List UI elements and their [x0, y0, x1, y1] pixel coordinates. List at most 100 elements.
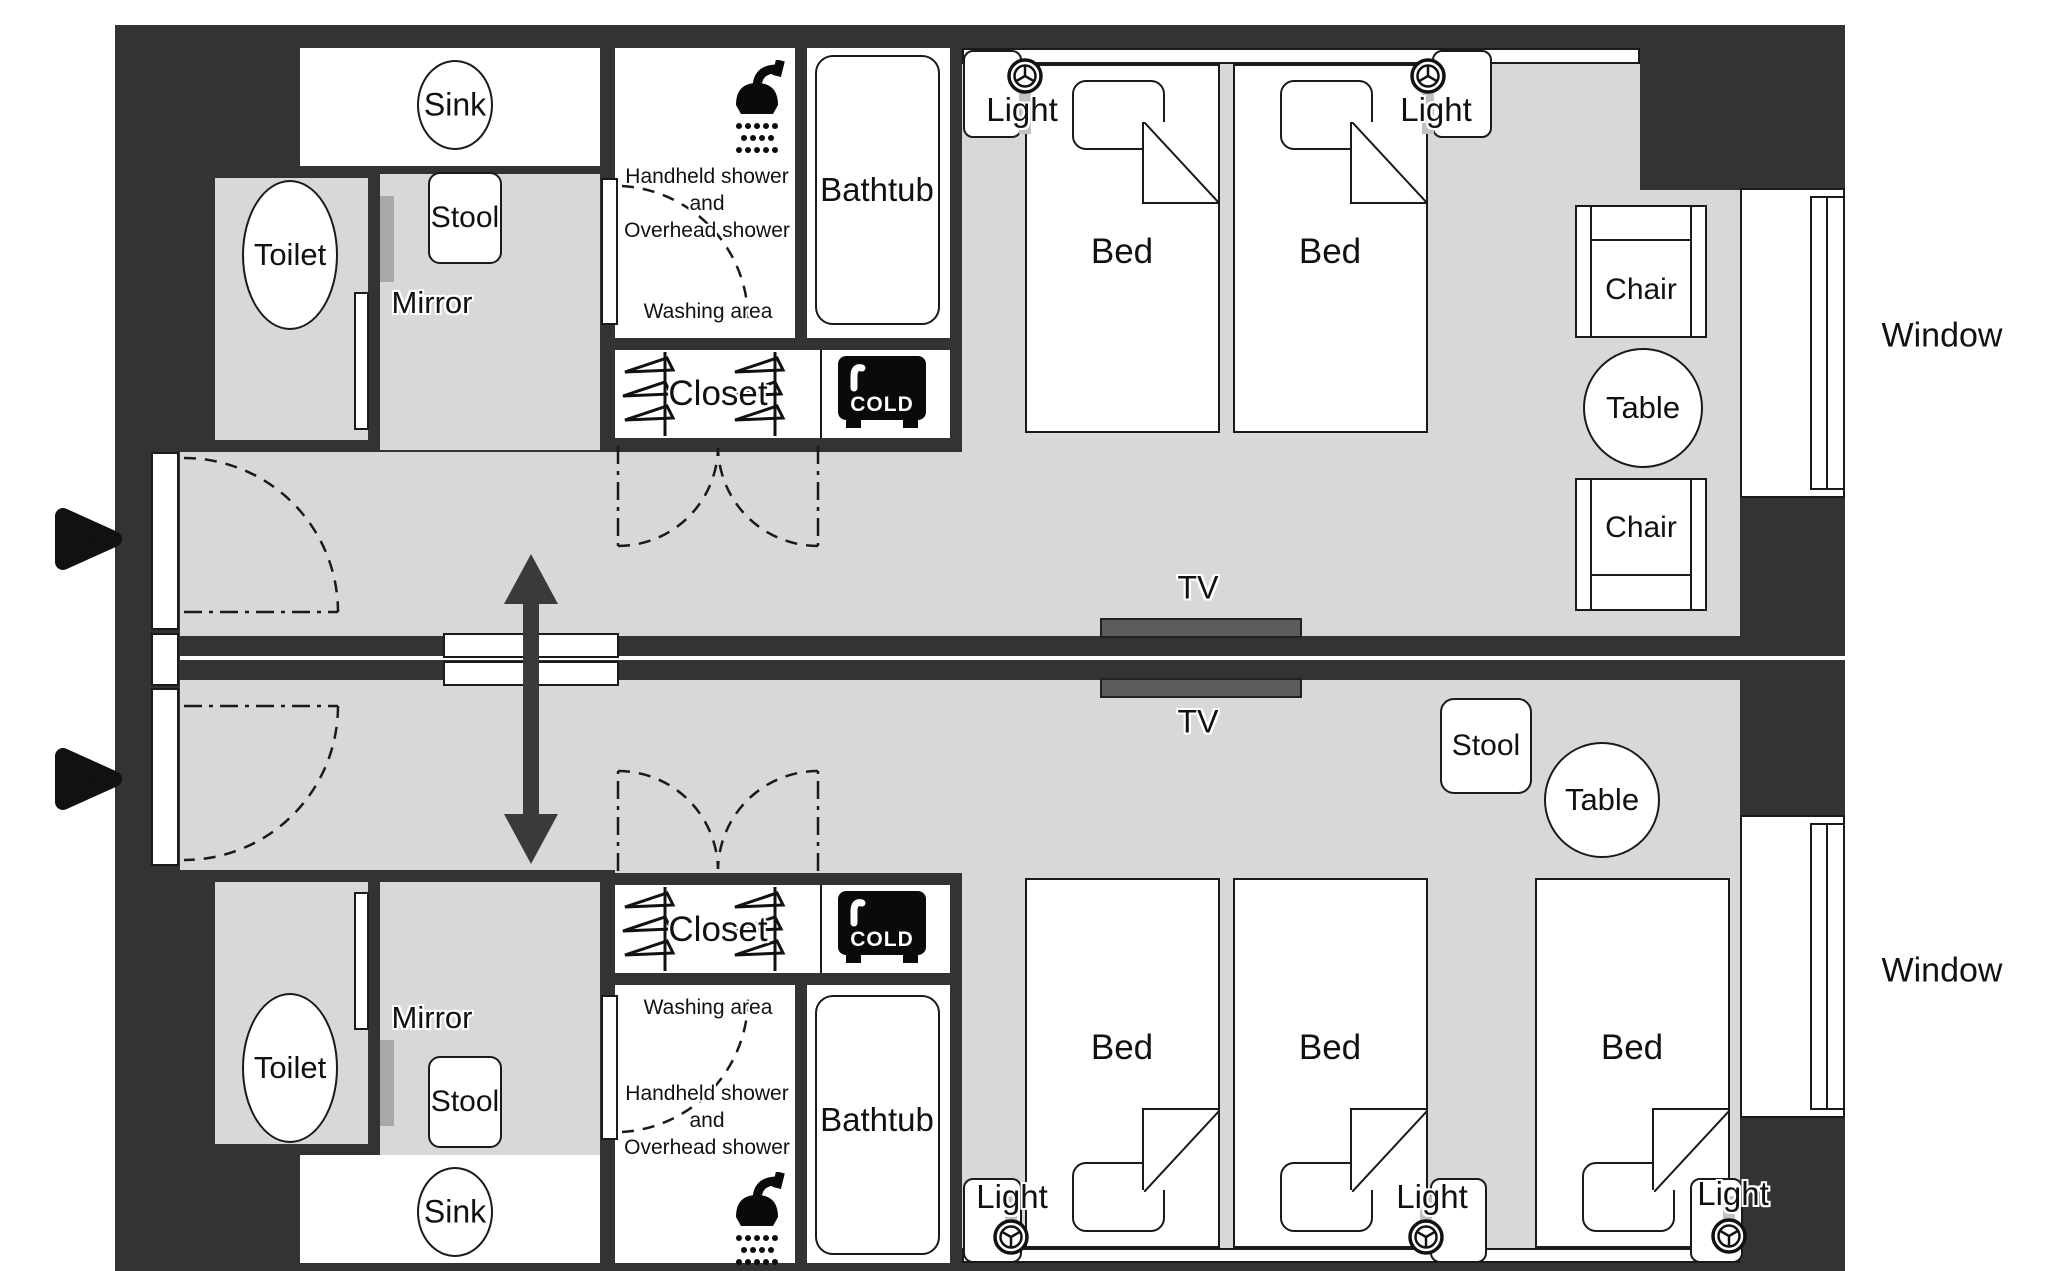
- bathtub-label: Bathtub: [820, 171, 934, 208]
- top-right-corner-block: [1640, 25, 1845, 190]
- upper-toilet-door: [354, 292, 369, 430]
- upper-closet-bottom-wall: [600, 438, 962, 452]
- lower-toilet-door: [354, 892, 369, 1030]
- light-label: Light: [976, 1178, 1048, 1215]
- chair-2-back: [1590, 574, 1692, 611]
- upper-sink-basin: [417, 60, 493, 150]
- lower-washing-door: [601, 995, 618, 1140]
- upper-tv: [1100, 618, 1302, 638]
- shower-label-line2: and: [689, 1109, 725, 1132]
- bed-label: Bed: [1090, 232, 1154, 271]
- window-label: Window: [1881, 316, 2003, 355]
- lower-bathtub: [815, 995, 940, 1255]
- bed-upper-2-pillow: [1280, 80, 1373, 150]
- lower-bath-right-wall: [950, 873, 962, 1263]
- table-label: Table: [1605, 390, 1681, 425]
- upper-headboard-strip: [962, 48, 1640, 64]
- light-label: Light: [986, 91, 1058, 128]
- lower-tv: [1100, 678, 1302, 698]
- bed-label: Bed: [1298, 232, 1362, 271]
- light-label: Light: [1400, 91, 1472, 128]
- lower-table: [1544, 742, 1660, 858]
- tv-label: TV: [1177, 569, 1219, 606]
- light-icon: [1711, 1218, 1747, 1254]
- connecting-door-panel: [443, 633, 528, 658]
- upper-closet-top-wall: [600, 338, 962, 350]
- connecting-door-panel: [443, 661, 528, 686]
- lower-entrance-door: [151, 688, 179, 866]
- washing-area-label: Washing area: [643, 300, 773, 323]
- shower-label-line1: Handheld shower: [625, 1082, 789, 1105]
- chair-1-back: [1590, 205, 1692, 242]
- upper-fridge-icon: COLD: [838, 356, 926, 428]
- light-icon: [1408, 1219, 1444, 1255]
- upper-wash-tub-wall: [795, 48, 807, 338]
- lower-headboard-strip: [962, 1248, 1740, 1263]
- window-label: Window: [1881, 951, 2003, 990]
- bed-label: Bed: [1090, 1028, 1154, 1067]
- lower-window-frame-line: [1826, 825, 1828, 1108]
- bed-label: Bed: [1600, 1028, 1664, 1067]
- bed-lower-3-fold: [1652, 1108, 1730, 1192]
- light-icon: [1007, 58, 1043, 94]
- light-label: Light: [1697, 1175, 1769, 1212]
- bed-label: Bed: [1298, 1028, 1362, 1067]
- shower-icon: [736, 1172, 785, 1265]
- upper-bath-right-wall: [950, 25, 962, 452]
- stool-label: Stool: [430, 201, 500, 234]
- shower-label-line3: Overhead shower: [624, 219, 790, 242]
- upper-window-frame-line: [1826, 198, 1828, 488]
- light-icon: [993, 1219, 1029, 1255]
- mirror-label: Mirror: [391, 285, 473, 320]
- toilet-label: Toilet: [253, 237, 327, 272]
- bottom-wall: [115, 1263, 1845, 1271]
- upper-table: [1583, 348, 1703, 468]
- fridge-foot: [903, 954, 918, 963]
- upper-washing-door: [601, 178, 618, 325]
- sink-label: Sink: [423, 86, 487, 123]
- mirror-label: Mirror: [391, 1000, 473, 1035]
- washing-area-label: Washing area: [643, 996, 773, 1019]
- cold-label: COLD: [850, 928, 914, 951]
- fridge-foot: [846, 954, 861, 963]
- tv-label: TV: [1177, 703, 1219, 740]
- stool-label: Stool: [1451, 729, 1521, 762]
- upper-mirror: [380, 196, 394, 282]
- bottom-right-corner-block: [1740, 1118, 1845, 1271]
- closet-label: Closet: [668, 910, 768, 949]
- entrance-arrows: [55, 508, 122, 810]
- fridge-foot: [903, 419, 918, 428]
- left-wall-cap: [151, 633, 179, 686]
- chair-label: Chair: [1605, 273, 1677, 306]
- connecting-door-panel: [534, 633, 619, 658]
- lower-closet-bottom-wall: [600, 973, 962, 985]
- upper-entrance-door: [151, 452, 179, 630]
- lower-mirror: [380, 1040, 394, 1126]
- upper-entrance-arrow-icon: [55, 508, 122, 570]
- lower-wash-tub-wall: [795, 985, 807, 1263]
- sink-label: Sink: [423, 1193, 487, 1230]
- lower-sink-basin: [417, 1167, 493, 1257]
- upper-stool: [428, 172, 502, 264]
- divider-wall-upper-band: [180, 636, 1845, 656]
- hanger-icons: [622, 352, 786, 436]
- closet-label: Closet: [668, 374, 768, 413]
- upper-bathtub: [815, 55, 940, 325]
- shower-label-line2: and: [689, 192, 725, 215]
- connecting-door-panel: [534, 661, 619, 686]
- light-stem: [1422, 90, 1434, 134]
- bathtub-label: Bathtub: [820, 1101, 934, 1138]
- lower-closet-top-wall: [600, 873, 962, 885]
- light-icon: [1410, 58, 1446, 94]
- lower-toilet-bowl: [242, 993, 338, 1143]
- hanger-icons: [622, 887, 786, 971]
- bed-upper-1-fold: [1142, 122, 1220, 204]
- toilet-label: Toilet: [253, 1050, 327, 1085]
- bed-lower-1-fold: [1142, 1108, 1220, 1192]
- table-label: Table: [1564, 782, 1640, 817]
- divider-wall-gap-line: [180, 656, 1845, 660]
- bed-lower-2-fold: [1350, 1108, 1428, 1192]
- light-stem: [1019, 90, 1031, 134]
- shower-label-line1: Handheld shower: [625, 165, 789, 188]
